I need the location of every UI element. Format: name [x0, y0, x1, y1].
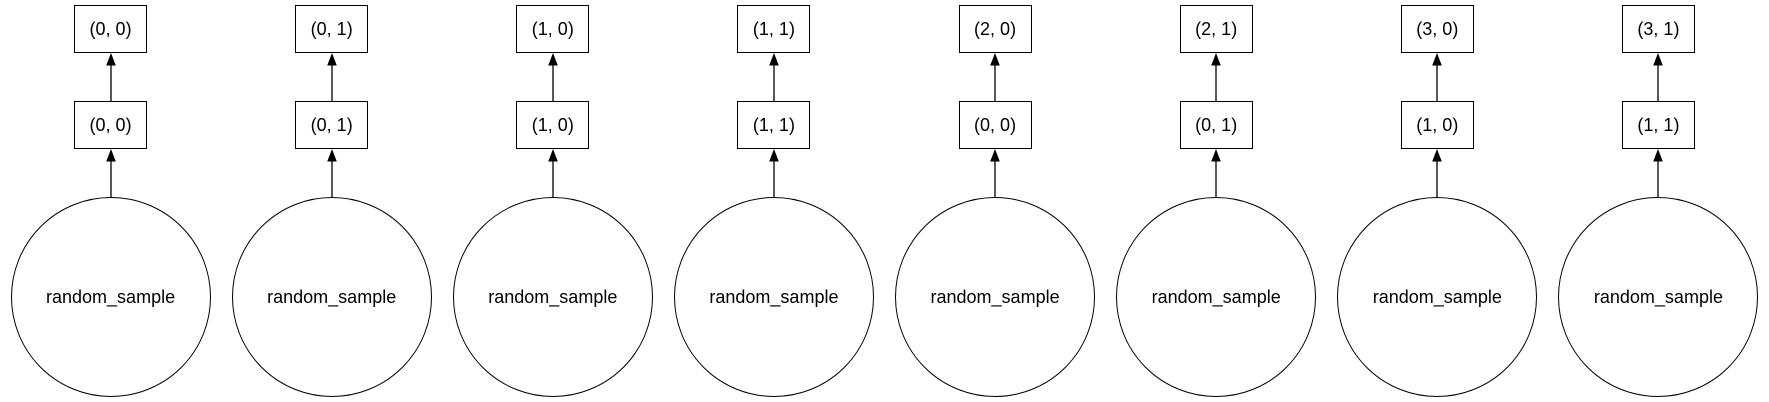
index-node: (1, 1) — [1621, 101, 1695, 149]
up-arrow-edge-icon — [769, 53, 779, 101]
up-arrow-edge-icon — [548, 149, 558, 197]
output-node-label: (3, 0) — [1416, 19, 1459, 39]
output-node-label: (2, 1) — [1195, 19, 1238, 39]
output-node-label: (3, 1) — [1637, 19, 1680, 39]
index-node: (1, 0) — [1400, 101, 1474, 149]
diagram-column-8: (3, 1) (1, 1) random_sample — [1548, 5, 1769, 402]
output-node-label: (1, 1) — [752, 19, 795, 39]
random-sample-node-label: random_sample — [488, 287, 618, 307]
up-arrow-edge-icon — [326, 53, 337, 101]
up-arrow-edge-icon — [326, 149, 337, 197]
diagram-column-3: (1, 0) (1, 0) random_sample — [442, 5, 663, 402]
random-sample-node: random_sample — [231, 197, 432, 397]
diagram-column-6: (2, 1) (0, 1) random_sample — [1106, 5, 1327, 402]
output-node: (0, 0) — [74, 5, 148, 53]
index-node: (1, 1) — [737, 101, 811, 149]
diagram-column-1: (0, 0) (0, 0) random_sample — [0, 5, 221, 402]
random-sample-node: random_sample — [895, 197, 1096, 397]
random-sample-node: random_sample — [673, 197, 874, 397]
random-sample-node-label: random_sample — [267, 287, 397, 307]
up-arrow-edge-icon — [990, 53, 1000, 101]
diagram-column-2: (0, 1) (0, 1) random_sample — [221, 5, 442, 402]
index-node-label: (0, 0) — [974, 115, 1017, 135]
output-node: (1, 1) — [737, 5, 811, 53]
up-arrow-edge-icon — [105, 149, 116, 197]
up-arrow-edge-icon — [1211, 149, 1221, 197]
random-sample-node-label: random_sample — [1372, 287, 1502, 307]
index-node: (0, 0) — [958, 101, 1032, 149]
index-node-label: (0, 0) — [89, 115, 132, 135]
random-sample-node: random_sample — [452, 197, 653, 397]
output-node: (3, 0) — [1400, 5, 1474, 53]
up-arrow-edge-icon — [1432, 53, 1443, 101]
up-arrow-edge-icon — [1432, 149, 1443, 197]
up-arrow-edge-icon — [1211, 53, 1221, 101]
output-node-label: (1, 0) — [531, 19, 574, 39]
output-node-label: (2, 0) — [974, 19, 1017, 39]
up-arrow-edge-icon — [990, 149, 1000, 197]
diagram-column-7: (3, 0) (1, 0) random_sample — [1327, 5, 1548, 402]
up-arrow-edge-icon — [1653, 53, 1664, 101]
up-arrow-edge-icon — [548, 53, 558, 101]
index-node-label: (1, 1) — [752, 115, 795, 135]
random-sample-node-label: random_sample — [709, 287, 839, 307]
up-arrow-edge-icon — [1653, 149, 1664, 197]
output-node-label: (0, 1) — [310, 19, 353, 39]
random-sample-node-label: random_sample — [46, 287, 176, 307]
index-node: (0, 1) — [295, 101, 369, 149]
random-sample-node: random_sample — [1337, 197, 1538, 397]
random-sample-node-label: random_sample — [930, 287, 1060, 307]
index-node: (0, 1) — [1179, 101, 1253, 149]
random-sample-node-label: random_sample — [1151, 287, 1281, 307]
index-node-label: (0, 1) — [310, 115, 353, 135]
output-node: (2, 0) — [958, 5, 1032, 53]
output-node: (2, 1) — [1179, 5, 1253, 53]
index-node-label: (1, 1) — [1637, 115, 1680, 135]
random-sample-node-label: random_sample — [1593, 287, 1723, 307]
output-node: (0, 1) — [295, 5, 369, 53]
diagram-column-5: (2, 0) (0, 0) random_sample — [885, 5, 1106, 402]
output-node-label: (0, 0) — [89, 19, 132, 39]
output-node: (3, 1) — [1621, 5, 1695, 53]
index-node: (0, 0) — [74, 101, 148, 149]
index-node-label: (1, 0) — [1416, 115, 1459, 135]
random-sample-node: random_sample — [1558, 197, 1759, 397]
up-arrow-edge-icon — [769, 149, 779, 197]
output-node: (1, 0) — [516, 5, 590, 53]
random-sample-node: random_sample — [1116, 197, 1317, 397]
index-node: (1, 0) — [516, 101, 590, 149]
up-arrow-edge-icon — [105, 53, 116, 101]
index-node-label: (1, 0) — [531, 115, 574, 135]
index-node-label: (0, 1) — [1195, 115, 1238, 135]
diagram-column-4: (1, 1) (1, 1) random_sample — [663, 5, 884, 402]
random-sample-node: random_sample — [10, 197, 211, 397]
